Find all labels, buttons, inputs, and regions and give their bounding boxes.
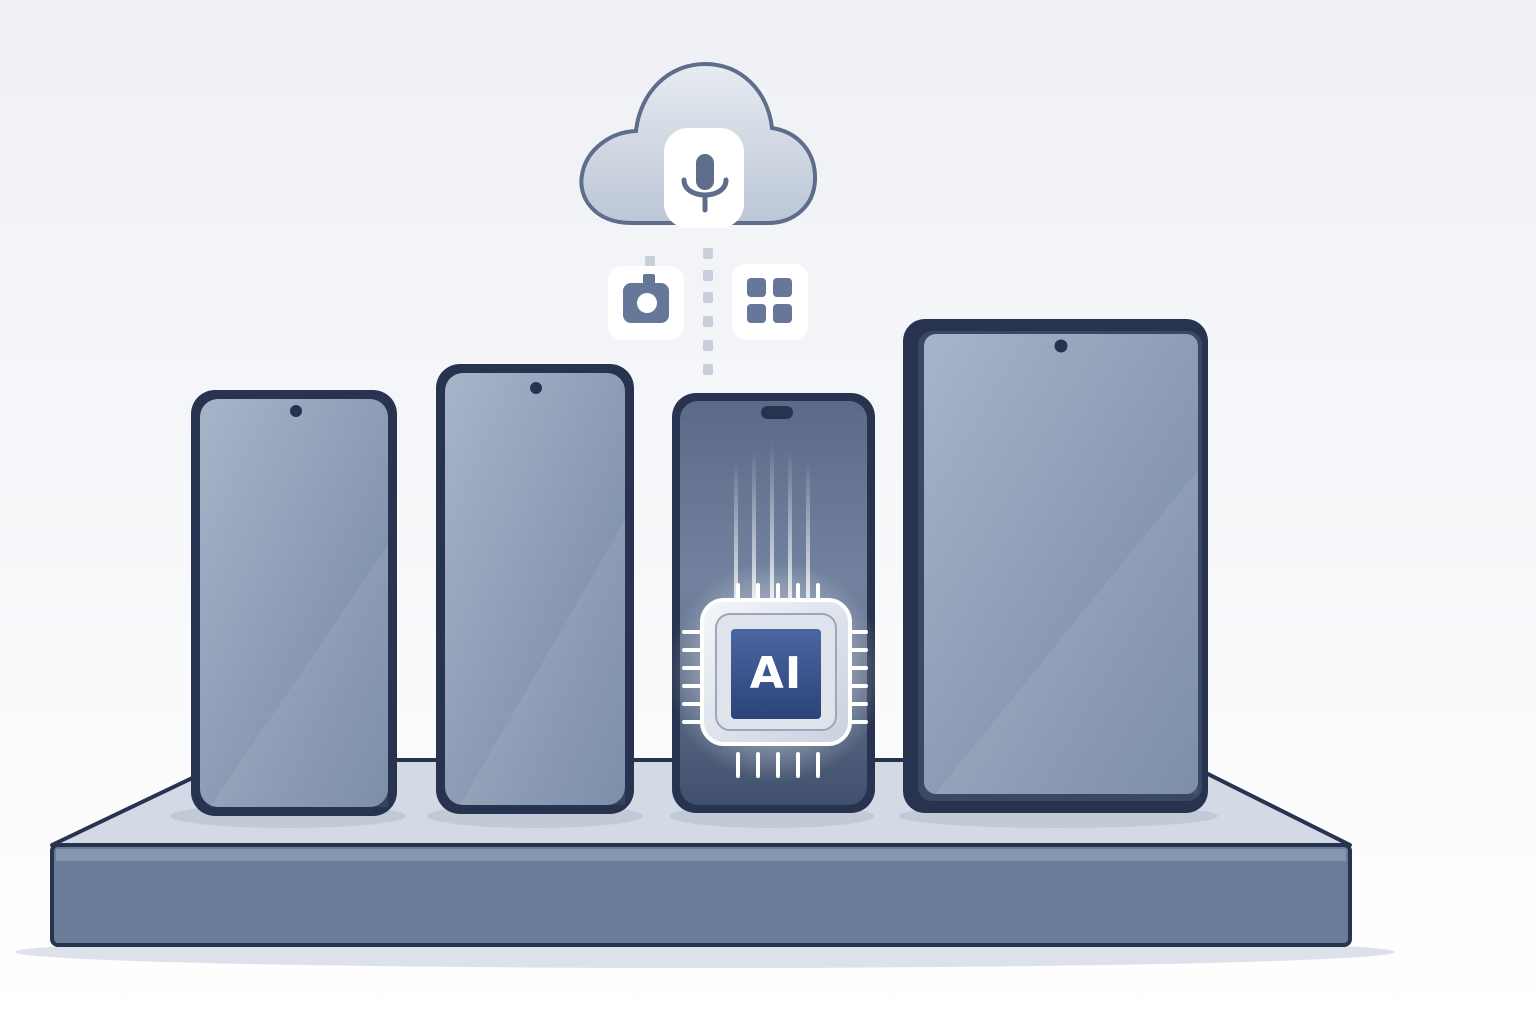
ai-chip-icon	[666, 562, 886, 782]
smartphone-2	[436, 364, 634, 814]
connector-dotted-line	[645, 248, 713, 375]
app-grid-icon	[732, 264, 808, 340]
data-beams	[734, 442, 810, 620]
microphone-icon	[664, 128, 744, 228]
smartphone-1	[191, 390, 397, 816]
ai-chip-label: AI	[749, 648, 803, 699]
tablet	[903, 319, 1208, 813]
camera-icon	[608, 266, 684, 340]
